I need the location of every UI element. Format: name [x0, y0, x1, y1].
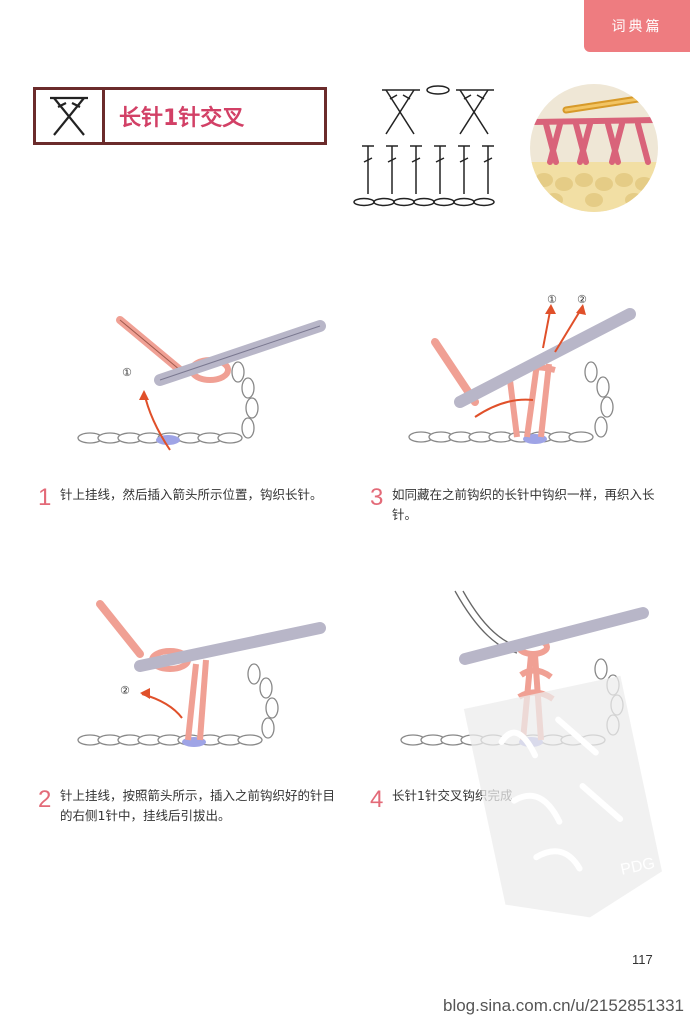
section-tab: 词典篇	[584, 0, 690, 52]
page-number: 117	[632, 952, 653, 967]
watermark-text: PDG	[619, 855, 656, 879]
step-1-marker: ①	[122, 366, 132, 379]
seal-watermark-icon: PDG	[463, 675, 662, 918]
stitch-symbol-chart	[353, 85, 495, 207]
sample-photo	[530, 84, 658, 212]
step-2-illustration: ②	[77, 600, 326, 747]
step-1-text: 针上挂线，然后插入箭头所示位置，钩织长针。	[60, 487, 323, 502]
step-1-illustration: ①	[77, 316, 326, 451]
step-3-text: 如同藏在之前钩织的长针中钩织一样，再织入长针。	[392, 487, 655, 522]
blog-url: blog.sina.com.cn/u/2152851331	[442, 996, 684, 1015]
step-2-number: 2	[38, 786, 52, 813]
step-3-marker-a: ①	[547, 293, 557, 306]
title-box: 长针1针交叉	[33, 87, 327, 145]
step-2-text: 针上挂线，按照箭头所示，插入之前钩织好的针目的右侧1针中，挂线后引拔出。	[60, 788, 336, 823]
page-title: 长针1针交叉	[119, 106, 245, 131]
step-3-number: 3	[370, 484, 384, 511]
step-3-marker-b: ②	[577, 293, 587, 306]
step-4-number: 4	[370, 786, 384, 813]
step-2-marker: ②	[120, 684, 130, 697]
step-1-number: 1	[38, 484, 52, 511]
step-3-illustration: ① ②	[408, 293, 636, 444]
crossed-stitch-symbol-icon	[36, 90, 105, 142]
